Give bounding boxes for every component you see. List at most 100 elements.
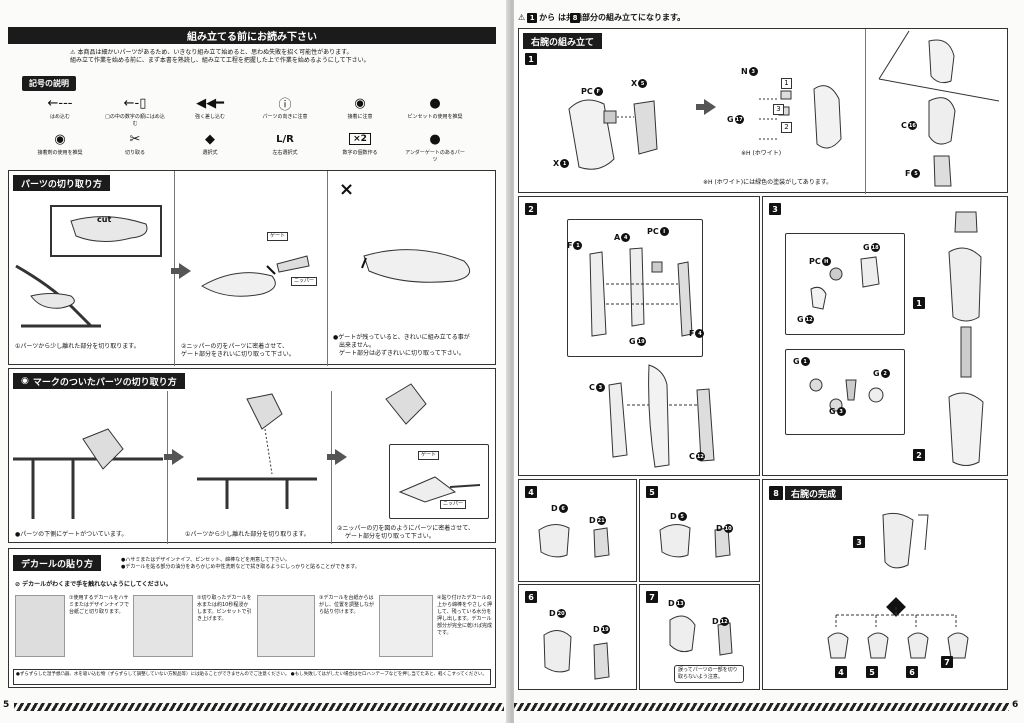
- mark-section-title: ◉マークのついたパーツの切り取り方: [13, 373, 185, 389]
- step-number: 7: [646, 591, 658, 603]
- select-symbol: ◆選択式: [180, 128, 240, 157]
- symbol-legend: 記号の説明: [8, 72, 496, 164]
- swab-panel: [379, 595, 433, 657]
- glue-icon: ◉: [54, 131, 66, 147]
- scissors-icon: ✂: [129, 131, 141, 147]
- step-number: 2: [525, 203, 537, 215]
- right-arm-title: 右腕の組み立て: [523, 33, 603, 49]
- arm-cover-illustration: [608, 364, 715, 468]
- step-8-box: 8 右腕の完成 3 4 5 6 7: [762, 479, 1008, 690]
- gate-tag: ゲート: [267, 232, 289, 241]
- detail-illustration: [385, 383, 427, 425]
- no-touch-icon: ⊘: [15, 581, 23, 588]
- nipper-tag: ニッパー: [291, 277, 318, 286]
- next-arrow-icon: [171, 263, 191, 279]
- count-box-icon: ×2: [330, 128, 390, 150]
- step-2-detail: [567, 219, 703, 357]
- option-4: 4: [835, 666, 847, 678]
- bad-gate-illustration: [361, 249, 471, 283]
- warning-icon: ⚠: [518, 13, 526, 22]
- page-number: 6: [1012, 700, 1019, 710]
- divider: [331, 391, 332, 544]
- bad-note: ●ゲートが残っていると、きれいに組み立てる事が 出来ません。 ゲート部分は必ずき…: [333, 334, 470, 357]
- arm-shell-illustration: [589, 247, 693, 337]
- choice-tree: [835, 607, 957, 627]
- caution-text: ⚠ 本商品は細かいパーツがあるため、いきなり組み立て始めると、思わぬ失敗を招く可…: [70, 49, 370, 64]
- step-number: 6: [525, 591, 537, 603]
- mark-note-1: ●パーツの下側にゲートがついています。: [15, 531, 128, 538]
- decal-step-4: ④貼り付けたデカールの上から綿棒をやさしく押して、残っている水分を押し出します。…: [379, 595, 493, 665]
- hand-illustration: [543, 630, 610, 680]
- common-parts-header: ⚠ 1 から は共通部分の組み立てになります。 8: [518, 12, 686, 23]
- mark-note-3: ②ニッパーの刃を図のようにパーツに密着させて、 ゲート部分を切り取って下さい。: [337, 525, 474, 540]
- press-symbol: ◀◀━強く差し込む: [180, 92, 240, 121]
- runner-illustration: [13, 428, 163, 519]
- white-note: ※H (ホワイト): [741, 150, 782, 157]
- step-number: 8: [769, 486, 783, 500]
- divider: [865, 29, 866, 194]
- decal-section: デカールの貼り方 ●ハサミまたはデザインナイフ、ピンセット、綿棒などを用意して下…: [8, 548, 496, 688]
- select-diamond-icon: ◆: [205, 131, 215, 147]
- page-number: 5: [3, 700, 10, 710]
- adhesion-symbol: ◉接着に注意: [330, 92, 390, 121]
- arrow-dashed-icon: ←‐‐‐: [47, 95, 73, 111]
- lr-icon: L/R: [276, 133, 294, 145]
- warning-icon: ⚠: [70, 49, 78, 56]
- hand-illustration: [659, 524, 731, 558]
- undergate-icon: ◉: [21, 376, 29, 386]
- nipper-illustration: [201, 255, 310, 297]
- globe-hand-icon: ◉: [354, 95, 366, 111]
- divider: [167, 391, 168, 544]
- decal-warning: ⊘ デカールがわくまで手を触れないようにしてください。: [15, 581, 172, 588]
- next-arrow-icon: [164, 449, 184, 465]
- upper-arm-illustration: [948, 211, 984, 466]
- decal-step-1: ①使用するデカールをハサミまたはデザインナイフで台紙ごと切り取ります。: [15, 595, 130, 665]
- undergate-symbol: ●アンダーゲートのあるパーツ: [405, 128, 465, 164]
- footer-stripe: [514, 703, 1009, 711]
- double-arrow-icon: ◀◀━: [196, 95, 224, 111]
- completion-title: 右腕の完成: [785, 486, 843, 500]
- tweezer-icon: ●: [429, 95, 441, 111]
- decal-step-3: ③デカールを台紙からはがし、位置を調整しながら貼り付けます。: [257, 595, 375, 665]
- runner-cut-illustration: [197, 393, 317, 509]
- hand-illustration: [669, 615, 733, 656]
- cut-section: パーツの切り取り方 cut ①パーツから少し離れた部分を切り取ります。 ゲート …: [8, 170, 496, 366]
- left-page: 組み立てる前にお読み下さい ⚠ 本商品は細かいパーツがあるため、いきなり組み立て…: [0, 0, 510, 723]
- insert-symbol: ←‐‐‐はめ込む: [30, 92, 90, 121]
- step-number: 4: [525, 486, 537, 498]
- arm-part-illustration: [568, 99, 658, 170]
- order-box-2: 2: [781, 122, 792, 133]
- shoulder-joint-illustration: [810, 256, 880, 310]
- option-7: 7: [941, 656, 953, 668]
- seq-label-1: 1: [913, 297, 925, 309]
- cut-section-title: パーツの切り取り方: [13, 175, 110, 191]
- nipper-tag: ニッパー: [440, 500, 467, 509]
- order-box-3: 3: [773, 104, 784, 115]
- hand-options: [827, 632, 969, 659]
